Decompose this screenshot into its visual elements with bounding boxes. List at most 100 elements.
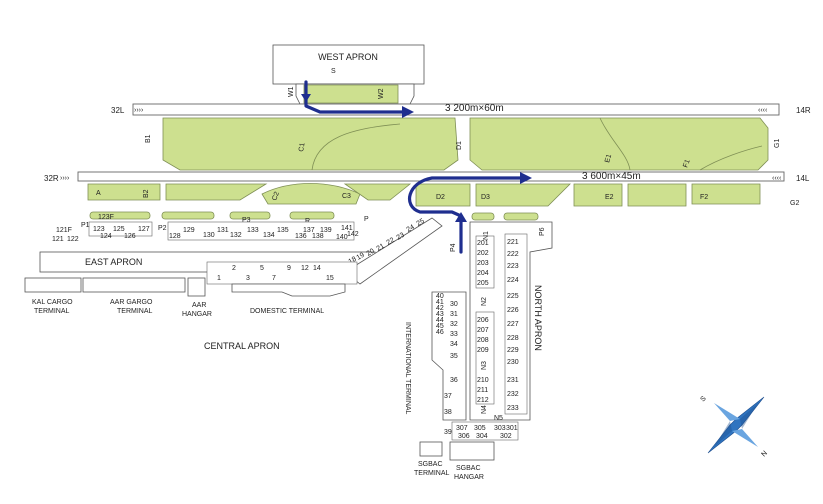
stand-row-128-labels: 1281291301311321331341351361371381391401… bbox=[169, 225, 359, 241]
stand-123: 123 bbox=[93, 226, 105, 233]
stand-221: 221 bbox=[507, 239, 519, 246]
stand-39: 39 bbox=[444, 429, 452, 436]
stand-45: 45 bbox=[436, 323, 444, 330]
stand-20: 20 bbox=[366, 248, 376, 258]
south-block-g2 bbox=[691, 183, 761, 205]
compass-s: S bbox=[699, 395, 707, 403]
west-apron-label: WEST APRON bbox=[318, 52, 378, 62]
stand-40: 40 bbox=[436, 293, 444, 300]
stand-41: 41 bbox=[436, 299, 444, 306]
north-runway-32l: 32L bbox=[111, 106, 125, 115]
stand-142: 142 bbox=[347, 231, 359, 238]
stand-223: 223 bbox=[507, 263, 519, 270]
stand-14: 14 bbox=[313, 265, 321, 272]
stand-204: 204 bbox=[477, 270, 489, 277]
taxiway-g2: G2 bbox=[790, 200, 799, 207]
sgbac-terminal-label-1: SGBAC bbox=[418, 461, 443, 468]
aar-cargo-terminal bbox=[82, 277, 186, 293]
south-runway-14l: 14L bbox=[796, 174, 810, 183]
stand-25: 25 bbox=[416, 218, 426, 228]
stand-37: 37 bbox=[444, 393, 452, 400]
stand-206: 206 bbox=[477, 317, 489, 324]
stand-225: 225 bbox=[507, 293, 519, 300]
stand-126: 126 bbox=[124, 233, 136, 240]
south-block-a bbox=[87, 183, 161, 201]
stand-46: 46 bbox=[436, 329, 444, 336]
sgbac-terminal bbox=[419, 441, 443, 457]
north-apron-label: NORTH APRON bbox=[533, 285, 543, 351]
stand-block-123 bbox=[88, 221, 153, 237]
stand-12: 12 bbox=[301, 265, 309, 272]
stand-21: 21 bbox=[376, 243, 386, 253]
stand-col-right bbox=[504, 233, 528, 415]
stand-38: 38 bbox=[444, 409, 452, 416]
stand-121: 121 bbox=[52, 236, 64, 243]
taxiway-d3: D3 bbox=[481, 194, 490, 201]
taxiway-g1: G1 bbox=[774, 139, 781, 148]
stand-124: 124 bbox=[100, 233, 112, 240]
stand-305: 305 bbox=[474, 425, 486, 432]
north-runway bbox=[132, 103, 780, 116]
threshold-marks-14l: ‹‹‹‹ bbox=[772, 175, 782, 182]
stand-block-300 bbox=[451, 421, 519, 441]
stand-224: 224 bbox=[507, 277, 519, 284]
taxiway-n2: N2 bbox=[481, 297, 488, 306]
stand-226: 226 bbox=[507, 307, 519, 314]
taxilane-strip-4 bbox=[289, 211, 335, 220]
aar-hangar-label-2: HANGAR bbox=[182, 311, 212, 318]
stand-row-128 bbox=[167, 221, 355, 241]
kal-cargo-terminal bbox=[24, 277, 82, 293]
route-west-arrowhead bbox=[402, 106, 414, 118]
taxilane-strip-3 bbox=[229, 211, 271, 220]
aar-hangar-label-1: AAR bbox=[192, 302, 206, 309]
south-block-d2 bbox=[415, 183, 471, 207]
stand-121f: 121F bbox=[56, 227, 72, 234]
stand-123f: 123F bbox=[98, 214, 114, 221]
domestic-stand-block bbox=[206, 261, 358, 285]
taxiway-p4: P4 bbox=[450, 243, 457, 252]
international-terminal-label: INTERNATIONAL TERMINAL bbox=[404, 322, 411, 415]
stand-128: 128 bbox=[169, 233, 181, 240]
stand-34: 34 bbox=[450, 341, 458, 348]
taxiway-c3: C3 bbox=[342, 193, 351, 200]
aar-cargo-label-2: TERMINAL bbox=[117, 308, 153, 315]
central-apron-label: CENTRAL APRON bbox=[204, 341, 280, 351]
north-runway-dims: 3 200m×60m bbox=[445, 103, 504, 114]
taxiway-f2: F2 bbox=[700, 194, 708, 201]
kal-cargo-label-1: KAL CARGO bbox=[32, 299, 73, 306]
infield-mid-arc bbox=[311, 123, 401, 171]
stand-137: 137 bbox=[303, 227, 315, 234]
taxiway-n4: N4 bbox=[481, 405, 488, 414]
south-block-c3 bbox=[343, 183, 412, 201]
stand-229: 229 bbox=[507, 347, 519, 354]
taxiway-s: S bbox=[331, 68, 336, 75]
stand-133: 133 bbox=[247, 227, 259, 234]
taxiway-a: A bbox=[96, 190, 101, 197]
taxiway-d1: D1 bbox=[456, 141, 463, 150]
east-apron-label: EAST APRON bbox=[85, 257, 142, 267]
stand-303: 303 bbox=[494, 425, 506, 432]
taxiway-p: P bbox=[364, 216, 369, 223]
stand-7: 7 bbox=[272, 275, 276, 282]
stand-211: 211 bbox=[477, 387, 488, 394]
stand-9: 9 bbox=[287, 265, 291, 272]
stand-302: 302 bbox=[500, 433, 512, 440]
infield-f1-arc bbox=[699, 145, 763, 171]
taxilane-strip-2 bbox=[161, 211, 215, 220]
taxiway-p6: P6 bbox=[539, 227, 546, 236]
taxilane-strip-1 bbox=[89, 211, 151, 220]
north-runway-14r: 14R bbox=[796, 106, 811, 115]
taxiway-d2: D2 bbox=[436, 194, 445, 201]
route-north-start-arrowhead bbox=[455, 212, 467, 222]
stand-201: 201 bbox=[477, 240, 489, 247]
threshold-marks-14r: ‹‹‹‹ bbox=[758, 107, 768, 114]
stand-32: 32 bbox=[450, 321, 458, 328]
stand-230: 230 bbox=[507, 359, 519, 366]
diagonal-pier bbox=[344, 217, 443, 285]
south-block-c2 bbox=[261, 183, 361, 205]
